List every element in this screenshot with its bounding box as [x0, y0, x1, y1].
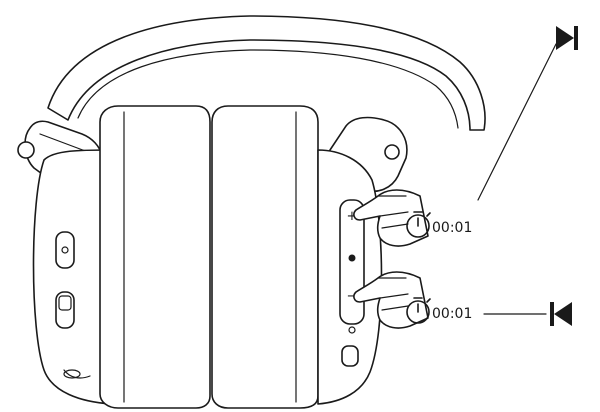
stopwatch-icon — [406, 211, 431, 238]
previous-track-icon — [550, 302, 572, 326]
left-cup-shell — [32, 149, 113, 405]
volume-down-button[interactable]: − — [347, 289, 358, 304]
timer-label: 00:01 — [432, 306, 472, 322]
right-port — [341, 345, 359, 367]
next-track-icon — [556, 26, 578, 50]
right-cup-shell — [317, 149, 383, 405]
timer-label: 00:01 — [432, 220, 472, 236]
usb-port — [63, 369, 81, 379]
left-side-button[interactable] — [55, 231, 75, 269]
plus-label: + — [347, 209, 358, 224]
volume-up-button[interactable]: + — [347, 209, 358, 224]
hand-pointer-icon — [353, 271, 429, 329]
multifunction-button[interactable] — [348, 254, 356, 262]
right-ear-cushion — [211, 105, 319, 409]
leader-line — [477, 43, 557, 201]
stopwatch-icon — [406, 297, 431, 324]
left-ear-cushion — [99, 105, 211, 409]
minus-label: − — [347, 289, 358, 304]
headband — [47, 15, 486, 131]
